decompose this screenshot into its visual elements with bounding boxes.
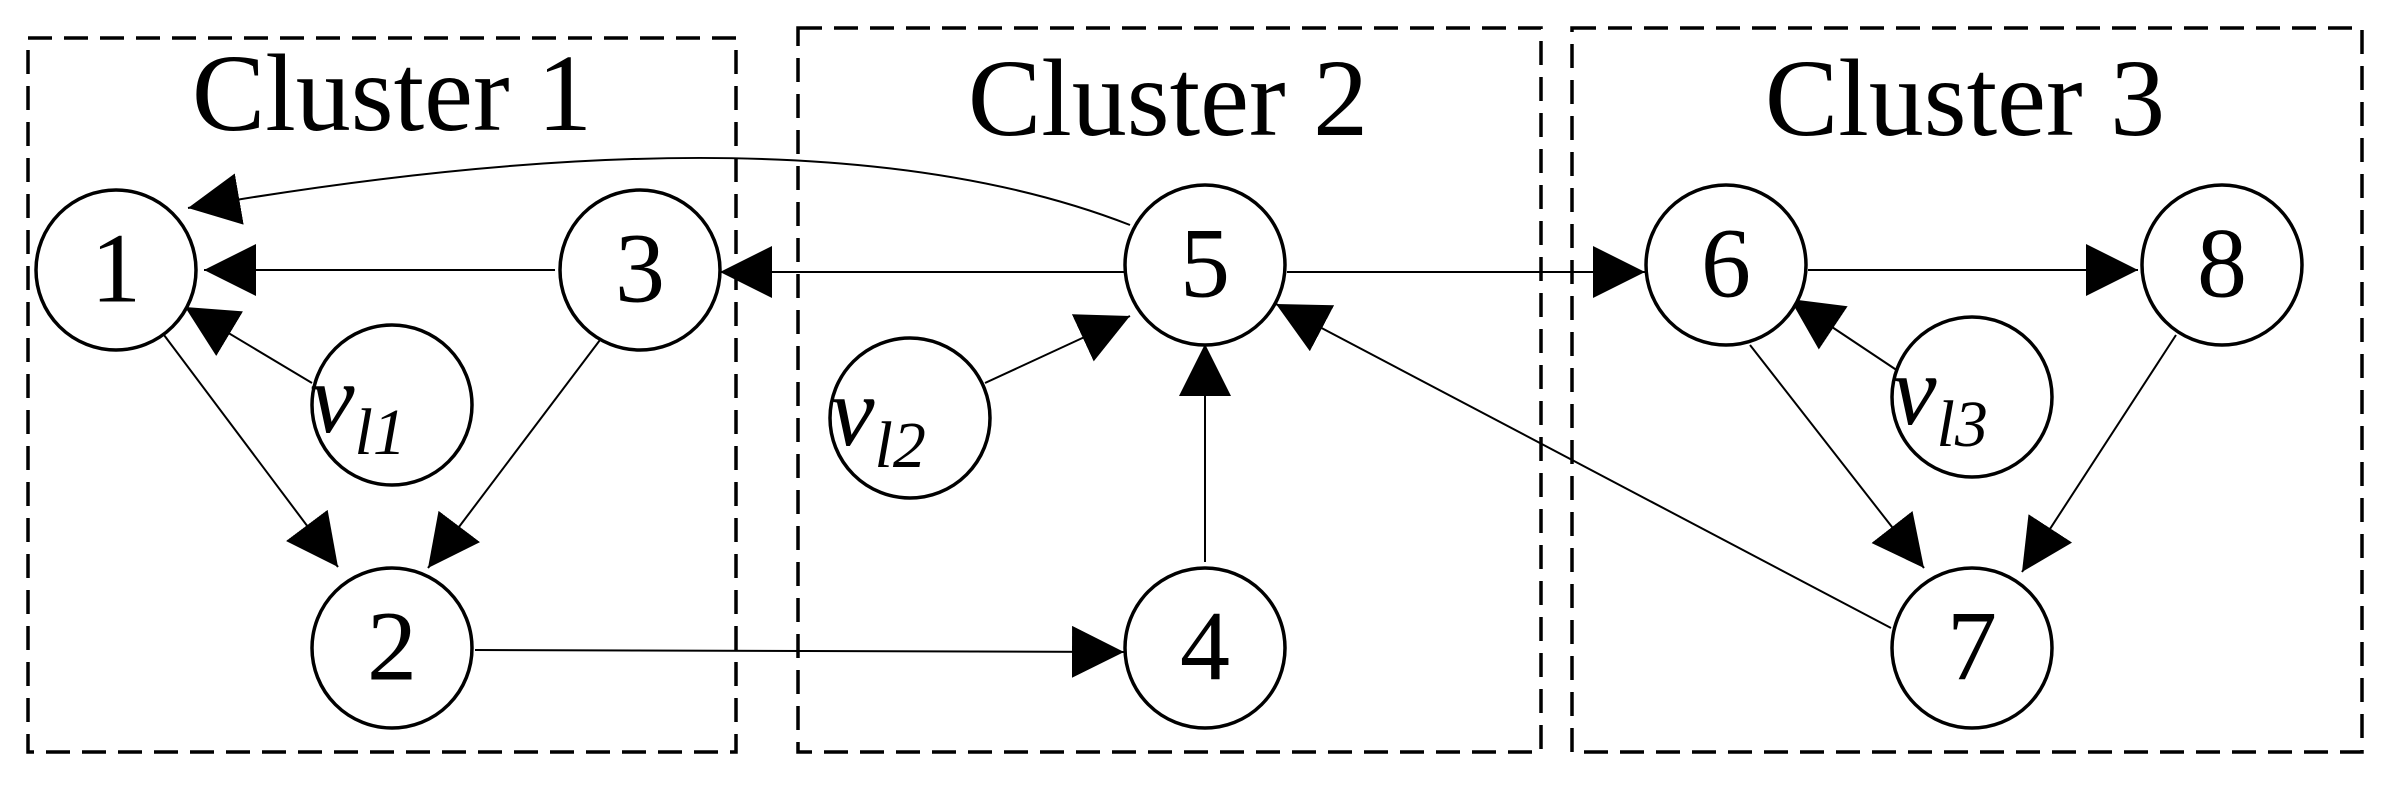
cluster-2-label: Cluster 2 <box>968 37 1368 159</box>
node-2-label: 2 <box>367 591 417 702</box>
cluster-3-label: Cluster 3 <box>1765 37 2165 159</box>
cluster-1-label: Cluster 1 <box>192 32 592 154</box>
node-5: 5 <box>1123 183 1287 347</box>
virtual-node-vl1-circle <box>310 323 474 487</box>
edge-3-to-2 <box>427 339 601 569</box>
edge-vl2-to-5 <box>984 314 1131 384</box>
edge-8-to-7 <box>2021 334 2177 573</box>
node-1-label: 1 <box>91 213 141 324</box>
node-8-label: 8 <box>2197 208 2247 319</box>
node-5-circle <box>1123 183 1287 347</box>
cluster-1-box <box>26 36 738 754</box>
virtual-node-vl3-label: vl3 <box>1892 335 1988 461</box>
edge-2-to-4 <box>474 625 1125 678</box>
virtual-node-vl1-label: vl1 <box>310 343 406 469</box>
node-8-circle <box>2140 183 2304 347</box>
virtual-node-vl2: vl2 <box>828 336 992 500</box>
node-1: 1 <box>34 188 198 352</box>
node-3-circle <box>558 188 722 352</box>
virtual-node-vl3-sub: l3 <box>1937 388 1988 461</box>
node-4-label: 4 <box>1180 591 1230 702</box>
virtual-node-vl1-sub: l1 <box>355 396 406 469</box>
node-2-circle <box>310 566 474 730</box>
node-4-circle <box>1123 566 1287 730</box>
node-7: 7 <box>1890 566 2054 730</box>
edge-6-to-7 <box>1749 344 1925 569</box>
edge-vl3-to-6 <box>1789 298 1899 372</box>
virtual-node-vl1: vl1 <box>310 323 474 487</box>
virtual-node-vl3-circle <box>1890 315 2054 479</box>
node-3: 3 <box>558 188 722 352</box>
virtual-node-vl1-main: v <box>310 343 355 454</box>
node-6-label: 6 <box>1701 208 1751 319</box>
node-4: 4 <box>1123 566 1287 730</box>
node-1-circle <box>34 188 198 352</box>
virtual-node-vl3-main: v <box>1892 335 1937 446</box>
cluster-3-box <box>1570 26 2364 754</box>
cluster-2-box <box>796 26 1543 754</box>
node-7-circle <box>1890 566 2054 730</box>
edge-5-to-1 <box>187 156 1131 226</box>
node-7-label: 7 <box>1947 591 1997 702</box>
edge-1-to-2 <box>163 334 339 568</box>
virtual-node-vl2-label: vl2 <box>830 356 926 482</box>
node-3-label: 3 <box>615 213 665 324</box>
edge-vl1-to-1 <box>184 306 313 384</box>
edge-7-to-5 <box>1275 303 1892 629</box>
edges-group <box>163 156 2177 678</box>
virtual-node-vl2-sub: l2 <box>875 409 926 482</box>
node-5-label: 5 <box>1180 208 1230 319</box>
virtual-node-vl3: vl3 <box>1890 315 2054 479</box>
node-6-circle <box>1644 183 1808 347</box>
node-8: 8 <box>2140 183 2304 347</box>
node-6: 6 <box>1644 183 1808 347</box>
virtual-node-vl2-circle <box>828 336 992 500</box>
virtual-node-vl2-main: v <box>830 356 875 467</box>
node-2: 2 <box>310 566 474 730</box>
